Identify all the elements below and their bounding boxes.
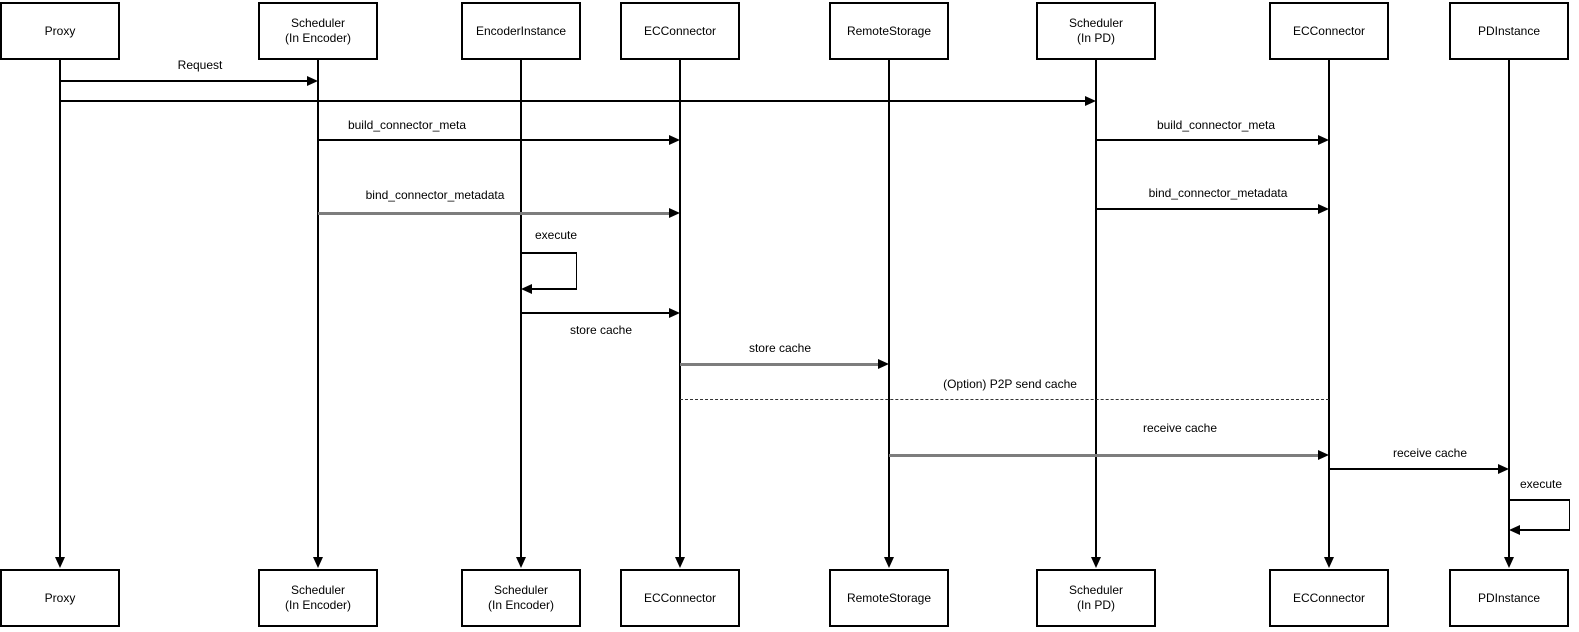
message-bind-connector-metadata-encoder-arrowhead-icon xyxy=(669,208,680,218)
lifeline-end-arrow-down-icon xyxy=(55,557,65,568)
actor-bottom-scheduler-pd: Scheduler (In PD) xyxy=(1036,569,1156,627)
message-store-cache-remotestorage-line xyxy=(680,363,878,366)
message-proxy-to-scheduler-pd-arrowhead-icon xyxy=(1085,96,1096,106)
message-receive-cache-pdinstance-line xyxy=(1329,468,1498,470)
message-bind-connector-metadata-pd-arrowhead-icon xyxy=(1318,204,1329,214)
lifeline-end-arrow-down-icon xyxy=(516,557,526,568)
lifeline-end-arrow-down-icon xyxy=(1091,557,1101,568)
actor-bottom-ec-connector-pd: ECConnector xyxy=(1269,569,1389,627)
message-build-connector-meta-encoder-arrowhead-icon xyxy=(669,135,680,145)
message-request-arrowhead-icon xyxy=(307,76,318,86)
message-execute-pd-loop-bottom-line xyxy=(1520,529,1570,531)
message-bind-connector-metadata-encoder-line xyxy=(318,212,669,215)
actor-bottom-scheduler-encoder-2: Scheduler (In Encoder) xyxy=(461,569,581,627)
message-proxy-to-scheduler-pd-line xyxy=(60,100,1085,102)
lifeline-end-arrow-down-icon xyxy=(1324,557,1334,568)
actor-top-encoder-instance: EncoderInstance xyxy=(461,2,581,60)
actor-bottom-scheduler-encoder: Scheduler (In Encoder) xyxy=(258,569,378,627)
lifeline-encoder-instance xyxy=(520,60,522,557)
actor-top-scheduler-encoder: Scheduler (In Encoder) xyxy=(258,2,378,60)
message-store-cache-remotestorage-arrowhead-icon xyxy=(878,359,889,369)
message-receive-cache-ecconnector-arrowhead-icon xyxy=(1318,450,1329,460)
message-bind-connector-metadata-pd-label: bind_connector_metadata xyxy=(1148,186,1288,200)
message-p2p-send-cache-label: (Option) P2P send cache xyxy=(943,377,1077,391)
lifeline-proxy xyxy=(59,60,61,557)
lifeline-end-arrow-down-icon xyxy=(675,557,685,568)
message-execute-pd-loop-right-line xyxy=(1568,499,1570,530)
message-receive-cache-ecconnector-label: receive cache xyxy=(1142,421,1218,435)
lifeline-scheduler-encoder xyxy=(317,60,319,557)
message-store-cache-ecconnector-line xyxy=(521,312,669,314)
lifeline-ec-connector-pd xyxy=(1328,60,1330,557)
message-bind-connector-metadata-encoder-label: bind_connector_metadata xyxy=(365,188,505,202)
actor-bottom-ec-connector-encoder: ECConnector xyxy=(620,569,740,627)
lifeline-pd-instance xyxy=(1508,60,1510,557)
message-receive-cache-ecconnector-line xyxy=(889,454,1318,457)
actor-bottom-remote-storage: RemoteStorage xyxy=(829,569,949,627)
actor-top-ec-connector-encoder: ECConnector xyxy=(620,2,740,60)
message-execute-pd-arrowhead-icon xyxy=(1509,525,1520,535)
message-store-cache-ecconnector-label: store cache xyxy=(569,323,633,337)
lifeline-ec-connector-encoder xyxy=(679,60,681,557)
message-build-connector-meta-encoder-line xyxy=(318,139,669,141)
actor-top-proxy: Proxy xyxy=(0,2,120,60)
message-build-connector-meta-encoder-label: build_connector_meta xyxy=(347,118,467,132)
lifeline-end-arrow-down-icon xyxy=(884,557,894,568)
message-receive-cache-pdinstance-label: receive cache xyxy=(1392,446,1468,460)
message-execute-encoder-loop-right-line xyxy=(575,252,577,289)
lifeline-remote-storage xyxy=(888,60,890,557)
actor-top-ec-connector-pd: ECConnector xyxy=(1269,2,1389,60)
lifeline-end-arrow-down-icon xyxy=(1504,557,1514,568)
message-request-line xyxy=(60,80,307,82)
message-build-connector-meta-pd-line xyxy=(1096,139,1318,141)
message-execute-pd-label: execute xyxy=(1519,477,1563,491)
message-execute-encoder-label: execute xyxy=(534,228,578,242)
message-bind-connector-metadata-pd-line xyxy=(1096,208,1318,210)
message-execute-pd-loop-top-line xyxy=(1509,499,1570,501)
actor-bottom-pd-instance: PDInstance xyxy=(1449,569,1569,627)
message-store-cache-remotestorage-label: store cache xyxy=(748,341,812,355)
message-p2p-send-cache-line xyxy=(680,399,1329,400)
message-request-label: Request xyxy=(177,58,223,72)
actor-bottom-proxy: Proxy xyxy=(0,569,120,627)
message-execute-encoder-loop-bottom-line xyxy=(532,288,577,290)
actor-top-remote-storage: RemoteStorage xyxy=(829,2,949,60)
message-execute-encoder-arrowhead-icon xyxy=(521,284,532,294)
message-build-connector-meta-pd-label: build_connector_meta xyxy=(1156,118,1276,132)
message-store-cache-ecconnector-arrowhead-icon xyxy=(669,308,680,318)
lifeline-end-arrow-down-icon xyxy=(313,557,323,568)
message-receive-cache-pdinstance-arrowhead-icon xyxy=(1498,464,1509,474)
message-build-connector-meta-pd-arrowhead-icon xyxy=(1318,135,1329,145)
lifeline-scheduler-pd xyxy=(1095,60,1097,557)
actor-top-scheduler-pd: Scheduler (In PD) xyxy=(1036,2,1156,60)
actor-top-pd-instance: PDInstance xyxy=(1449,2,1569,60)
message-execute-encoder-loop-top-line xyxy=(521,252,577,254)
